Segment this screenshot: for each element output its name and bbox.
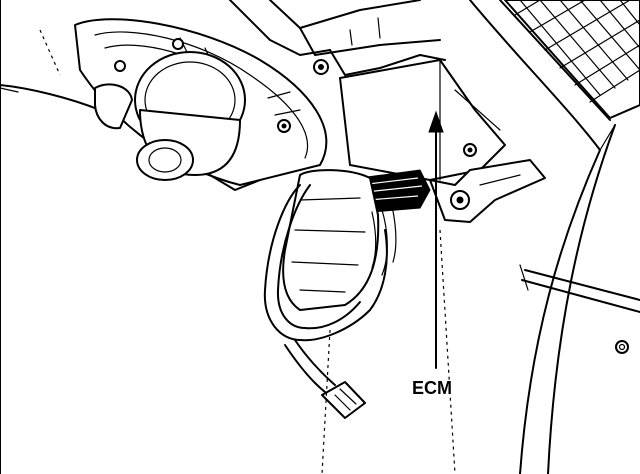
pigtail-connector bbox=[321, 381, 366, 419]
blower-motor bbox=[74, 18, 328, 191]
ecm-callout-label: ECM bbox=[412, 378, 452, 398]
dash-panel bbox=[229, 0, 446, 76]
vent-grille bbox=[504, 0, 640, 119]
ecm-callout-arrowhead bbox=[428, 110, 444, 133]
ecm-module bbox=[339, 59, 506, 181]
ecm-callout: ECM bbox=[412, 110, 452, 398]
dashboard-outline bbox=[0, 0, 101, 474]
side-trim bbox=[321, 0, 640, 474]
ecm-bracket bbox=[429, 159, 546, 223]
wiring-harness bbox=[263, 169, 397, 419]
trim-screw bbox=[615, 340, 629, 354]
